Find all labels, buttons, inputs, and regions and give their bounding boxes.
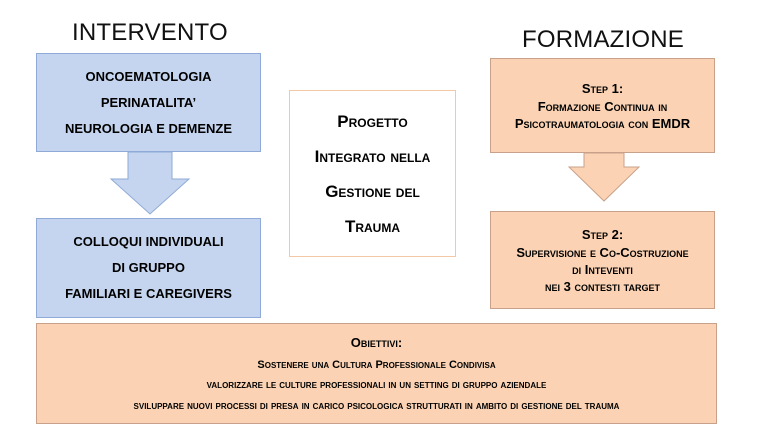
area-item: ONCOEMATOLOGIA <box>85 68 212 84</box>
step1-line: Psicotraumatologia con EMDR <box>514 115 691 131</box>
intervento-heading: INTERVENTO <box>72 19 228 46</box>
step1-line: Formazione Continua in <box>537 98 668 114</box>
project-box: Progetto Integrato nella Gestione del Tr… <box>289 90 456 257</box>
objective-item: Sostenere una Cultura Professionale Cond… <box>257 358 496 371</box>
objective-item: valorizzare le culture professionali in … <box>206 379 547 392</box>
activity-item: DI GRUPPO <box>112 260 185 275</box>
project-line: Trauma <box>344 216 401 236</box>
formazione-heading: FORMAZIONE <box>522 26 684 53</box>
step2-box: Step 2: Supervisione e Co-Costruzione di… <box>490 211 715 309</box>
area-item: PERINATALITA’ <box>100 94 197 110</box>
objective-item: sviluppare nuovi processi di presa in ca… <box>133 399 620 412</box>
step1-title: Step 1: <box>581 80 624 96</box>
step1-box: Step 1: Formazione Continua in Psicotrau… <box>490 58 715 153</box>
activity-item: FAMILIARI E CAREGIVERS <box>65 286 232 301</box>
project-line: Integrato nella <box>314 146 431 166</box>
intervento-activities-box: COLLOQUI INDIVIDUALI DI GRUPPO FAMILIARI… <box>36 218 261 318</box>
objectives-title: Obiettivi: <box>350 335 403 351</box>
area-item: NEUROLOGIA E DEMENZE <box>64 120 233 136</box>
project-line: Gestione del <box>325 181 420 201</box>
step2-title: Step 2: <box>581 226 624 242</box>
blue-down-arrow <box>109 151 191 215</box>
step2-line: nei 3 contesti target <box>545 278 660 294</box>
objectives-box: Obiettivi: Sostenere una Cultura Profess… <box>36 323 717 424</box>
step2-line: Supervisione e Co-Costruzione <box>516 244 689 260</box>
project-line: Progetto <box>337 111 408 131</box>
orange-down-arrow <box>567 152 641 202</box>
intervento-areas-box: ONCOEMATOLOGIA PERINATALITA’ NEUROLOGIA … <box>36 53 261 152</box>
activity-item: COLLOQUI INDIVIDUALI <box>73 234 224 249</box>
step2-line: di Inteventi <box>572 261 633 277</box>
